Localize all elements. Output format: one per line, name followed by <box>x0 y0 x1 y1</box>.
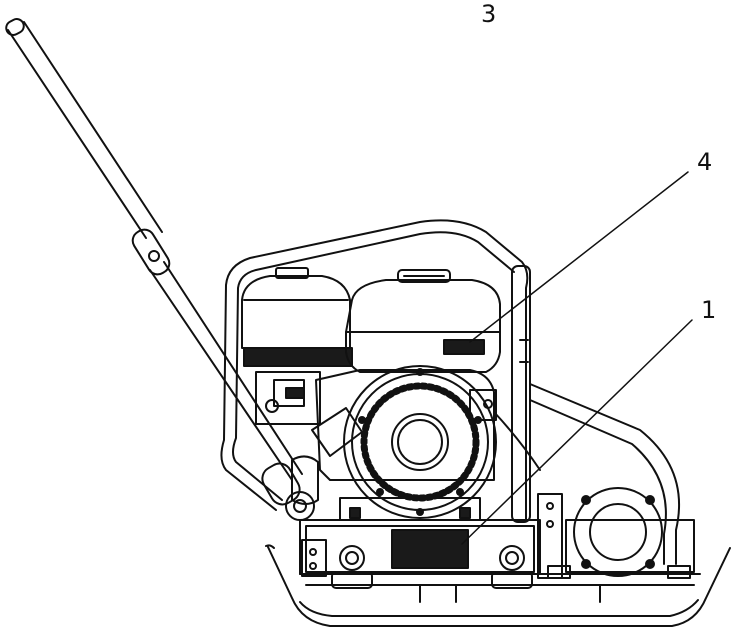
base-plate <box>265 544 731 627</box>
roll-frame <box>220 219 531 523</box>
recoil-starter <box>343 365 497 519</box>
callout-label-1: 1 <box>701 296 717 324</box>
exciter <box>537 487 695 579</box>
warning-label-plate <box>391 529 469 569</box>
callout-label-4: 4 <box>697 148 713 176</box>
guide-handle <box>5 18 315 521</box>
lower-frame <box>299 519 541 589</box>
leader-line-1 <box>461 319 693 545</box>
engine-mount <box>339 497 481 521</box>
leader-line-4 <box>469 171 689 343</box>
belt-guard <box>493 383 680 565</box>
fuel-tank <box>345 269 501 373</box>
fuel-tank-decal <box>443 339 485 355</box>
air-filter <box>241 267 353 367</box>
callout-label-3: 3 <box>481 0 497 28</box>
leader-lines <box>461 171 693 545</box>
